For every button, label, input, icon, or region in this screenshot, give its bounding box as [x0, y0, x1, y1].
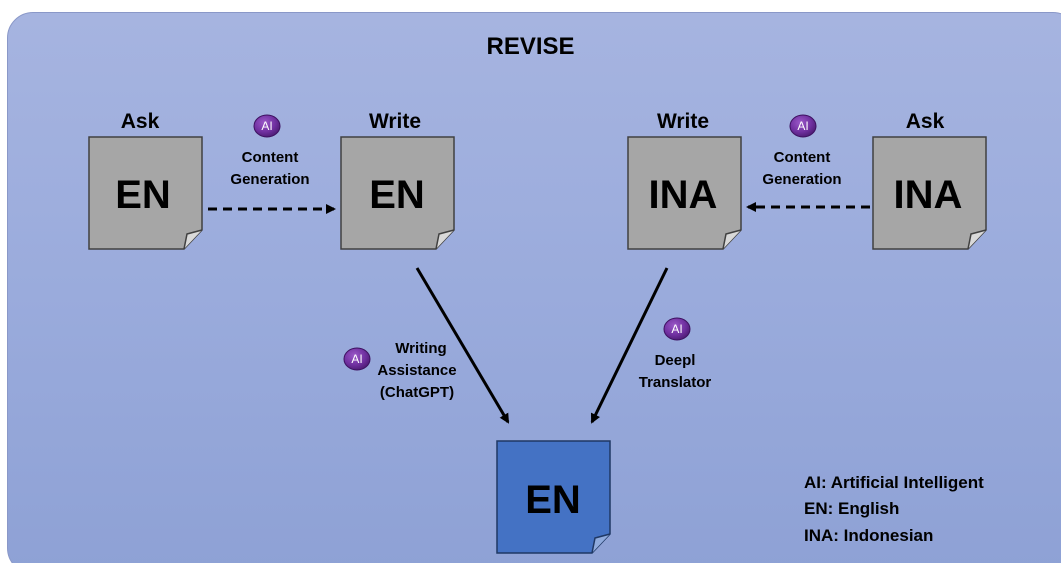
arrow-write-en-to-result	[415, 267, 510, 424]
legend-ai: AI: Artificial Intelligent	[804, 473, 984, 492]
write-ina-header: Write	[656, 110, 710, 133]
ai-badge-deepl-text: AI	[671, 322, 682, 336]
ai-badge-deepl: AI	[663, 317, 691, 341]
write-en-header: Write	[368, 110, 422, 133]
writing-assistance-line1: Writing	[395, 340, 447, 357]
content-generation-right-label: Content Generation	[737, 147, 867, 191]
doc-ask-en-code: EN	[115, 173, 171, 217]
legend-ina: INA: Indonesian	[804, 525, 934, 545]
document-write-en: EN	[340, 136, 455, 250]
deepl-line2: Translator	[638, 373, 712, 391]
content-generation-left-line1: Content	[241, 149, 299, 166]
document-ask-ina: INA	[872, 136, 987, 250]
writing-assistance-line2: Assistance	[377, 361, 457, 379]
ask-ina-header: Ask	[905, 110, 945, 133]
ai-badge-writing-assistance: AI	[343, 347, 371, 371]
ai-badge-content-left-text: AI	[261, 119, 272, 133]
writing-assistance-label: Writing Assistance (ChatGPT)	[352, 338, 482, 403]
writing-assistance-line3: (ChatGPT)	[379, 383, 455, 401]
deepl-translator-label: Deepl Translator	[620, 350, 730, 394]
document-write-ina: INA	[627, 136, 742, 250]
legend: AI: Artificial Intelligent EN: English I…	[804, 470, 984, 549]
content-generation-left-line2: Generation	[230, 170, 310, 188]
doc-write-ina-code: INA	[649, 173, 718, 217]
diagram-title: REVISE	[486, 33, 575, 60]
ai-badge-content-right-text: AI	[797, 119, 808, 133]
ask-en-header: Ask	[120, 110, 160, 133]
ai-badge-content-right: AI	[789, 114, 817, 138]
document-result-en: EN	[496, 440, 611, 554]
doc-write-en-code: EN	[369, 173, 425, 217]
document-ask-en: EN	[88, 136, 203, 250]
content-generation-left-label: Content Generation	[205, 147, 335, 191]
deepl-line1: Deepl	[654, 352, 696, 369]
content-generation-right-line2: Generation	[762, 170, 842, 188]
content-generation-right-line1: Content	[773, 149, 831, 166]
ai-badge-content-left: AI	[253, 114, 281, 138]
arrow-write-ina-to-result	[590, 267, 669, 424]
ai-badge-writing-text: AI	[351, 352, 362, 366]
doc-ask-ina-code: INA	[894, 173, 963, 217]
legend-en: EN: English	[804, 499, 900, 519]
doc-result-en-code: EN	[525, 478, 581, 522]
